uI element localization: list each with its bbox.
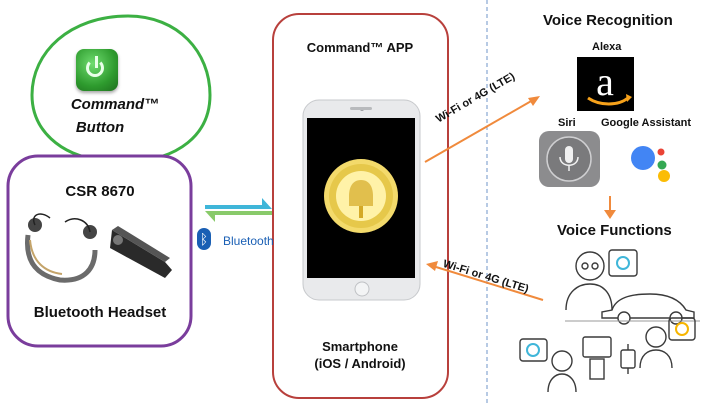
bluetooth-label: Bluetooth: [223, 234, 274, 248]
headset-chip-label: CSR 8670: [65, 183, 135, 200]
voice-functions-illustration: [519, 249, 700, 393]
earpiece-headset-icon: [110, 226, 172, 278]
app-title: Command™ APP: [306, 40, 414, 55]
neckband-headset-icon: [24, 213, 98, 283]
siri-icon: [539, 131, 600, 187]
voice-recognition-title: Voice Recognition: [543, 12, 673, 29]
alexa-label: Alexa: [592, 41, 622, 53]
svg-text:a: a: [596, 59, 614, 104]
power-icon: [86, 59, 104, 77]
command-button-label-line2: Button: [75, 119, 125, 136]
arrow-down: [604, 196, 616, 219]
arrow-to-cloud: [424, 96, 540, 163]
alexa-icon: a: [577, 57, 634, 111]
command-button-label-line1: Command™: [70, 96, 160, 113]
device-label-line1: Smartphone: [322, 339, 398, 354]
google-assistant-icon: [631, 146, 670, 182]
arrow-to-phone: [426, 261, 544, 301]
smartphone-icon: [302, 99, 421, 301]
voice-functions-title: Voice Functions: [557, 222, 672, 239]
siri-label: Siri: [558, 117, 576, 129]
power-icon-stem: [95, 56, 98, 68]
google-assistant-label: Google Assistant: [601, 117, 692, 129]
headset-label: Bluetooth Headset: [33, 304, 167, 321]
headset-box: [6, 154, 193, 348]
device-label-line2: (iOS / Android): [314, 356, 406, 371]
bluetooth-icon: ᛒ: [197, 228, 211, 250]
sync-arrows-icon: [205, 198, 272, 222]
power-button[interactable]: [76, 49, 118, 91]
